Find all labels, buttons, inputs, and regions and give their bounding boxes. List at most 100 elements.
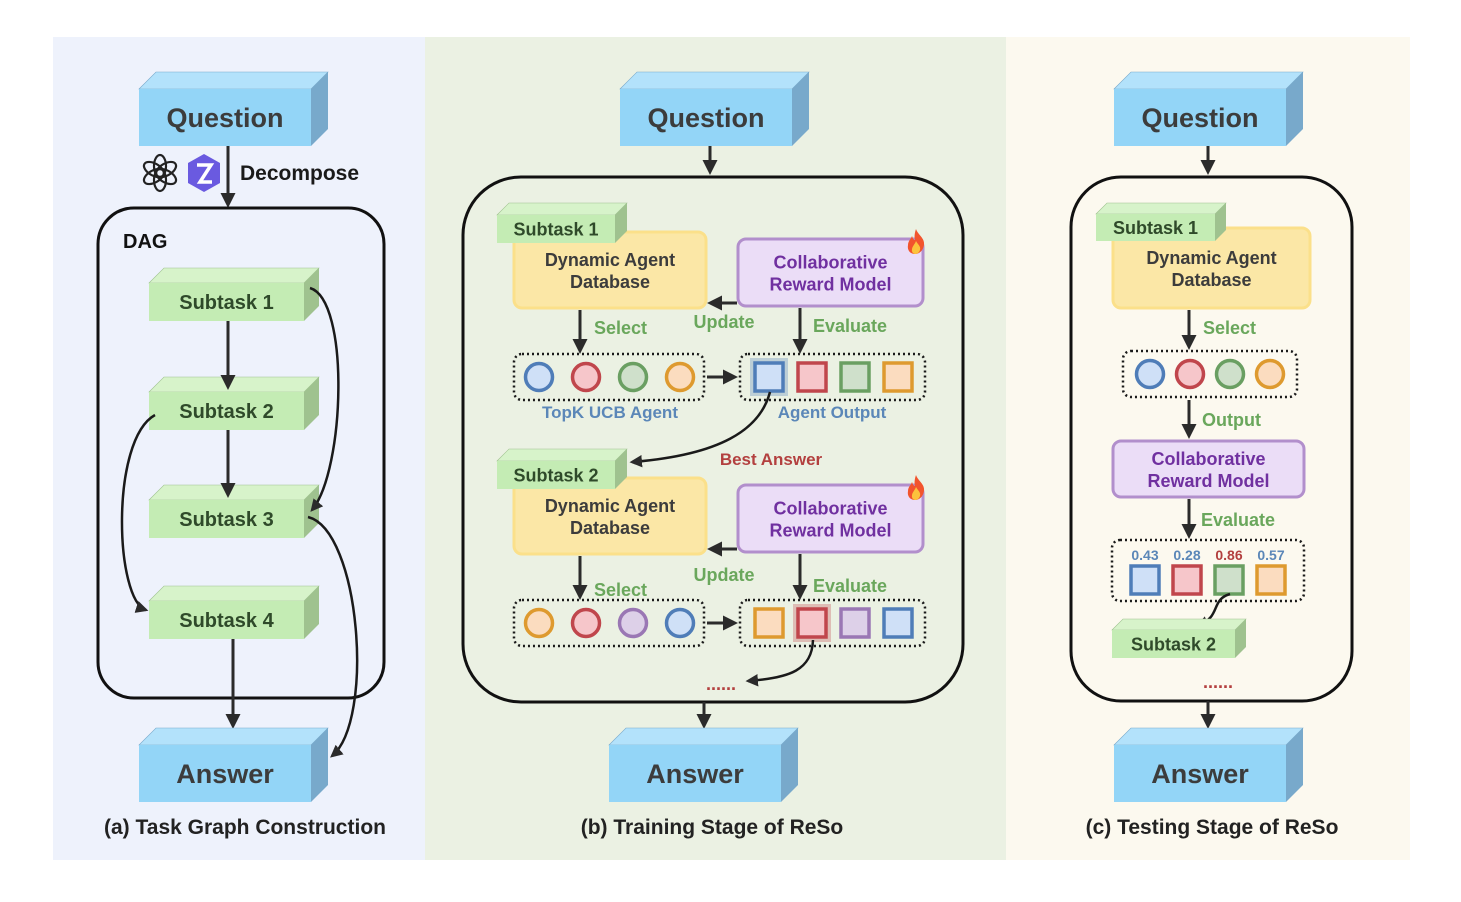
decompose-label: Decompose: [240, 162, 359, 185]
agents-group-b0: [512, 352, 706, 402]
outputs-group-b0: [738, 352, 927, 402]
collaborative-reward-model-b0-line: Collaborative: [773, 253, 887, 273]
score-label: 0.57: [1257, 547, 1284, 563]
training-subtask-2-side: [615, 449, 627, 489]
training-subtask-2: Subtask 2: [496, 448, 628, 489]
edge-s1-s3: [309, 286, 340, 512]
output-square-orange: [1255, 564, 1287, 596]
dag-subtask-1-label: Subtask 1: [179, 292, 273, 314]
testing-subtask-2-side: [1235, 619, 1246, 658]
dag-subtask-1-side: [304, 268, 319, 321]
testing-container: [1069, 175, 1354, 703]
dag-subtask-2-side: [304, 377, 319, 430]
next-step-arrow: [745, 639, 815, 687]
select-label-c: Select: [1203, 318, 1256, 338]
topk-ucb-agent-label: TopK UCB Agent: [542, 403, 678, 422]
output-square-blue: [882, 607, 914, 639]
qwen-mark: [196, 163, 215, 184]
testing-subtask-1: Subtask 1: [1095, 202, 1227, 241]
output-square-purple: [839, 607, 871, 639]
dynamic-agent-database-b0-line: Dynamic Agent: [545, 250, 675, 270]
testing-subtask-2: Subtask 2: [1111, 618, 1247, 658]
agent-circle-red: [1174, 358, 1206, 390]
testing-subtask-1-top: [1095, 202, 1227, 215]
output-square-orange: [882, 361, 914, 393]
output-square-orange: [753, 607, 785, 639]
answer-box-a-label: Answer: [176, 759, 274, 789]
answer-box-c-front: [1114, 745, 1286, 802]
testing-subtask-1-side: [1215, 203, 1226, 241]
agent-circle-blue: [523, 361, 555, 393]
dag-subtask-2-top: [148, 376, 320, 393]
select-label: Select: [594, 318, 647, 338]
answer-box-c-side: [1286, 728, 1303, 802]
dag-subtask-4-front: [149, 601, 304, 639]
caption-b: (b) Training Stage of ReSo: [581, 816, 844, 839]
agents-group-b1: [512, 598, 706, 648]
dag-subtask-1: Subtask 1: [148, 267, 320, 321]
fire-icon: [907, 229, 925, 254]
outputs-group-b1: [738, 598, 927, 648]
question-box-c-label: Question: [1141, 103, 1258, 133]
output-square-blue: [1129, 564, 1161, 596]
training-subtask-1-top: [496, 202, 628, 216]
caption-a: (a) Task Graph Construction: [104, 816, 386, 839]
dag-subtask-3: Subtask 3: [148, 484, 320, 538]
collaborative-reward-model-c-rect: [1111, 439, 1306, 499]
agent-circle-orange: [1254, 358, 1286, 390]
dag-subtask-4: Subtask 4: [148, 585, 320, 639]
training-subtask-1-side: [615, 203, 627, 243]
training-container: [461, 175, 965, 704]
training-subtask-2-top: [496, 448, 628, 462]
answer-box-b-label: Answer: [646, 759, 744, 789]
agent-circle-green: [1214, 358, 1246, 390]
testing-subtask-1-front: [1096, 214, 1215, 241]
answer-box-a: Answer: [138, 727, 329, 802]
agent-circle-orange: [664, 361, 696, 393]
dag-subtask-2-label: Subtask 2: [179, 401, 273, 423]
training-subtask-2-label: Subtask 2: [513, 465, 598, 485]
outputs-group-c: [1110, 538, 1306, 603]
agent-circle-green: [617, 361, 649, 393]
dynamic-agent-database-b1-rect: [512, 476, 708, 556]
ellipsis-b: ......: [706, 674, 736, 694]
dynamic-agent-database-b1-line: Dynamic Agent: [545, 496, 675, 516]
training-subtask-1: Subtask 1: [496, 202, 628, 243]
agents-group-c: [1121, 349, 1299, 399]
score-label: 0.43: [1131, 547, 1158, 563]
qwen-logo-icon: [188, 154, 220, 192]
question-box-a-label: Question: [166, 103, 283, 133]
question-box-a-side: [311, 72, 328, 146]
update-label: Update: [693, 312, 754, 332]
agent-circle-purple: [617, 607, 649, 639]
update-label: Update: [693, 565, 754, 585]
training-subtask-1-label: Subtask 1: [513, 219, 598, 239]
collaborative-reward-model-b0-rect: [736, 237, 925, 308]
testing-subtask-1-label: Subtask 1: [1113, 218, 1198, 238]
edge-s2-s4: [120, 413, 156, 613]
dag-label: DAG: [123, 231, 167, 253]
answer-box-c-top: [1113, 727, 1304, 746]
ellipsis-c: ......: [1203, 672, 1233, 692]
best-answer-label: Best Answer: [720, 450, 823, 469]
dynamic-agent-database-c-line: Database: [1171, 270, 1251, 290]
collaborative-reward-model-b0-line: Reward Model: [769, 275, 891, 295]
testing-subtask-2-label: Subtask 2: [1131, 634, 1216, 654]
collaborative-reward-model-b1-line: Reward Model: [769, 521, 891, 541]
openai-petal: [142, 160, 166, 179]
question-box-a-front: [139, 89, 311, 146]
dag-subtask-2: Subtask 2: [148, 376, 320, 430]
training-subtask-1-front: [497, 215, 615, 243]
question-box-b-label: Question: [647, 103, 764, 133]
evaluate-label: Evaluate: [813, 316, 887, 336]
question-box-b: Question: [619, 71, 810, 146]
dag-subtask-1-front: [149, 283, 304, 321]
dynamic-agent-database-b1-line: Database: [570, 518, 650, 538]
collaborative-reward-model-c-line: Reward Model: [1147, 471, 1269, 491]
